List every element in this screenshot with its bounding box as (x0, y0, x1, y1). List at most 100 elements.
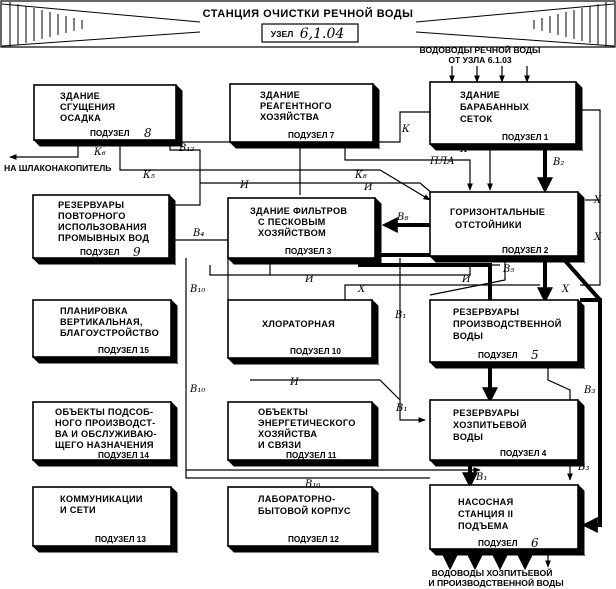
input-label-line2: ОТ УЗЛА 6.1.03 (448, 55, 512, 65)
conn-label-i3: И (304, 274, 314, 285)
conn-label-x4: Х (561, 284, 570, 295)
output-water-label-line1: ВОДОВОДЫ ХОЗПИТЬЕВОЙ (432, 567, 553, 578)
block-gorizontalnye-otstoiniki: ГОРИЗОНТАЛЬНЫЕ ОТСТОЙНИКИ ПОДУЗЕЛ 2 (428, 190, 586, 264)
block-zdanie-filtrov: ЗДАНИЕ ФИЛЬТРОВ С ПЕСКОВЫМ ХОЗЯЙСТВОМ ПО… (226, 196, 383, 266)
conn-label-b2: В₂ (552, 157, 564, 168)
header-hatching-right (415, 2, 615, 47)
conn-label-i5: И (289, 377, 299, 388)
block-planirovka: ПЛАНИРОВКА ВЕРТИКАЛЬНАЯ, БЛАГОУСТРОЙСТВО… (31, 298, 179, 365)
block-line: ХОЗПИТЬЕВОЙ (453, 419, 527, 430)
conn-label-b1c: В₁ (475, 472, 487, 483)
block-reagentnoe-hozyaistvo: ЗДАНИЕ РЕАГЕНТНОГО ХОЗЯЙСТВА ПОДУЗЕЛ 7 (228, 82, 381, 150)
subnode-label: ПОДУЗЕЛ (478, 539, 518, 548)
conn-label-k8: К₈ (354, 170, 367, 181)
block-line: ЛАБОРАТОРНО- (258, 494, 335, 504)
block-obekty-podsobnogo: ОБЪЕКТЫ ПОДСОБ- НОГО ПРОИЗВОДСТ- ВА И ОБ… (31, 400, 179, 468)
block-line: И СВЯЗИ (258, 440, 301, 450)
block-line: НОГО ПРОИЗВОДСТ- (55, 418, 156, 428)
block-line: БЛАГОУСТРОЙСТВО (60, 327, 159, 338)
block-barabannye-setki: ЗДАНИЕ БАРАБАННЫХ СЕТОК ПОДУЗЕЛ 1 (428, 80, 584, 152)
subnode-label: ПОДУЗЕЛ (478, 351, 518, 360)
conn-label-k1: К (401, 124, 410, 135)
block-rezervuary-promyvnyh-vod: РЕЗЕРВУАРЫ ПОВТОРНОГО ИСПОЛЬЗОВАНИЯ ПРОМ… (31, 193, 177, 266)
block-line: ОБЪЕКТЫ (258, 407, 308, 417)
block-line: ХОЗЯЙСТВА (258, 428, 317, 439)
block-line: ПОДЪЕМА (458, 521, 509, 531)
conn-label-b10b: В₁₀ (189, 384, 205, 395)
block-line: ЗДАНИЕ (460, 90, 500, 100)
block-line: СТАНЦИЯ II (458, 509, 513, 519)
block-line: И СЕТИ (60, 505, 96, 515)
block-line: ХЛОРАТОРНАЯ (262, 319, 335, 329)
conn-label-x3: Х (357, 284, 366, 295)
uzel-number: 6,1.04 (300, 26, 345, 42)
block-line: ОБЪЕКТЫ ПОДСОБ- (55, 407, 153, 417)
subnode-label: ПОДУЗЕЛ 4 (500, 449, 547, 458)
conn-label-b3b: В₃ (577, 462, 589, 473)
block-line: С ПЕСКОВЫМ (258, 217, 326, 227)
subnode-label: ПОДУЗЕЛ (80, 248, 120, 257)
block-line: ПЛАНИРОВКА (60, 306, 128, 316)
block-line: ОТСТОЙНИКИ (455, 219, 522, 230)
block-line: СЕТОК (460, 114, 492, 124)
subnode-label: ПОДУЗЕЛ 1 (502, 133, 549, 142)
conn-label-i4: И (461, 274, 471, 285)
block-energeticheskoe-hozyaistvo: ОБЪЕКТЫ ЭНЕРГЕТИЧЕСКОГО ХОЗЯЙСТВА И СВЯЗ… (226, 400, 380, 468)
block-line: ИСПОЛЬЗОВАНИЯ (58, 222, 147, 232)
block-line: РЕЗЕРВУАРЫ (58, 200, 124, 210)
block-line: ЗДАНИЕ ФИЛЬТРОВ (250, 206, 347, 216)
subnode-number: 8 (144, 126, 152, 140)
block-line: РЕЗЕРВУАРЫ (453, 307, 519, 317)
block-line: НАСОСНАЯ (458, 497, 514, 507)
subnode-label: ПОДУЗЕЛ 13 (95, 535, 146, 544)
subnode-label: ПОДУЗЕЛ 15 (98, 346, 149, 355)
block-line: БАРАБАННЫХ (460, 102, 530, 112)
conn-label-b4: В₄ (192, 228, 204, 239)
block-line: ВЕРТИКАЛЬНАЯ, (60, 317, 143, 327)
block-line: ПОВТОРНОГО (58, 211, 126, 221)
subnode-label: ПОДУЗЕЛ 2 (502, 246, 549, 255)
conn-label-x2: Х (593, 232, 602, 243)
conn-label-k6: К₆ (93, 147, 106, 158)
conn-label-b3a: В₃ (583, 385, 595, 396)
subnode-label: ПОДУЗЕЛ 14 (98, 451, 149, 460)
input-label-line1: ВОДОВОДЫ РЕЧНОЙ ВОДЫ (420, 44, 541, 55)
conn-label-pla: ПЛА (429, 156, 455, 167)
output-slag-label: НА ШЛАКОНАКОПИТЕЛЬ (4, 163, 112, 173)
block-line: КОММУНИКАЦИИ (60, 494, 143, 504)
block-laboratorno-bytovoi-korpus: ЛАБОРАТОРНО- БЫТОВОЙ КОРПУС ПОДУЗЕЛ 12 (226, 485, 380, 554)
subnode-label: ПОДУЗЕЛ (90, 129, 130, 138)
header: СТАНЦИЯ ОЧИСТКИ РЕЧНОЙ ВОДЫ УЗЕЛ 6,1.04 (0, 0, 616, 48)
block-nasosnaya-stantsiya: НАСОСНАЯ СТАНЦИЯ II ПОДЪЕМА ПОДУЗЕЛ 6 (428, 483, 586, 557)
connection-labels: К К₆ К₅ К₈ В₁₂ ПЛА К И И В₂ Х Х В₈ В₄ В₅… (93, 124, 602, 490)
conn-label-b12: В₁₂ (178, 143, 194, 154)
subnode-number: 5 (531, 348, 539, 362)
block-line: СГУЩЕНИЯ (60, 102, 115, 112)
block-line: ЩЕГО НАЗНАЧЕНИЯ (55, 440, 154, 450)
header-hatching-left (1, 2, 201, 47)
output-water-label-line2: И ПРОИЗВОДСТВЕННОЙ ВОДЫ (428, 577, 563, 588)
conn-label-i1: И (239, 180, 249, 191)
subnode-label: ПОДУЗЕЛ 3 (285, 247, 332, 256)
subnode-label: ПОДУЗЕЛ 12 (288, 535, 339, 544)
station-title: СТАНЦИЯ ОЧИСТКИ РЕЧНОЙ ВОДЫ (203, 7, 414, 20)
block-line: ВОДЫ (453, 432, 483, 442)
subnode-label: ПОДУЗЕЛ 10 (290, 347, 341, 356)
block-kommunikatsii: КОММУНИКАЦИИ И СЕТИ ПОДУЗЕЛ 13 (31, 485, 179, 554)
block-line: ХОЗЯЙСТВА (260, 111, 319, 122)
river-water-input: ВОДОВОДЫ РЕЧНОЙ ВОДЫ ОТ УЗЛА 6.1.03 (420, 44, 541, 83)
block-line: ОСАДКА (60, 113, 101, 123)
block-line: ЭНЕРГЕТИЧЕСКОГО (258, 418, 356, 428)
block-sgushcheniya-osadka: ЗДАНИЕ СГУЩЕНИЯ ОСАДКА ПОДУЗЕЛ 8 (32, 83, 184, 148)
block-line: ХОЗЯЙСТВОМ (258, 227, 326, 238)
block-line: ПРОМЫВНЫХ ВОД (58, 233, 149, 243)
conn-label-k5: К₅ (142, 170, 155, 181)
conn-label-b5: В₅ (502, 264, 514, 275)
conn-label-b1a: В₁ (394, 310, 406, 321)
block-line: ВА И ОБСЛУЖИВАЮ- (55, 429, 157, 439)
block-line: РЕАГЕНТНОГО (260, 101, 332, 111)
block-line: ВОДЫ (453, 331, 483, 341)
conn-label-i2: И (363, 182, 373, 193)
block-rezervuary-hozpitevoi-vody: РЕЗЕРВУАРЫ ХОЗПИТЬЕВОЙ ВОДЫ ПОДУЗЕЛ 4 (428, 398, 586, 468)
